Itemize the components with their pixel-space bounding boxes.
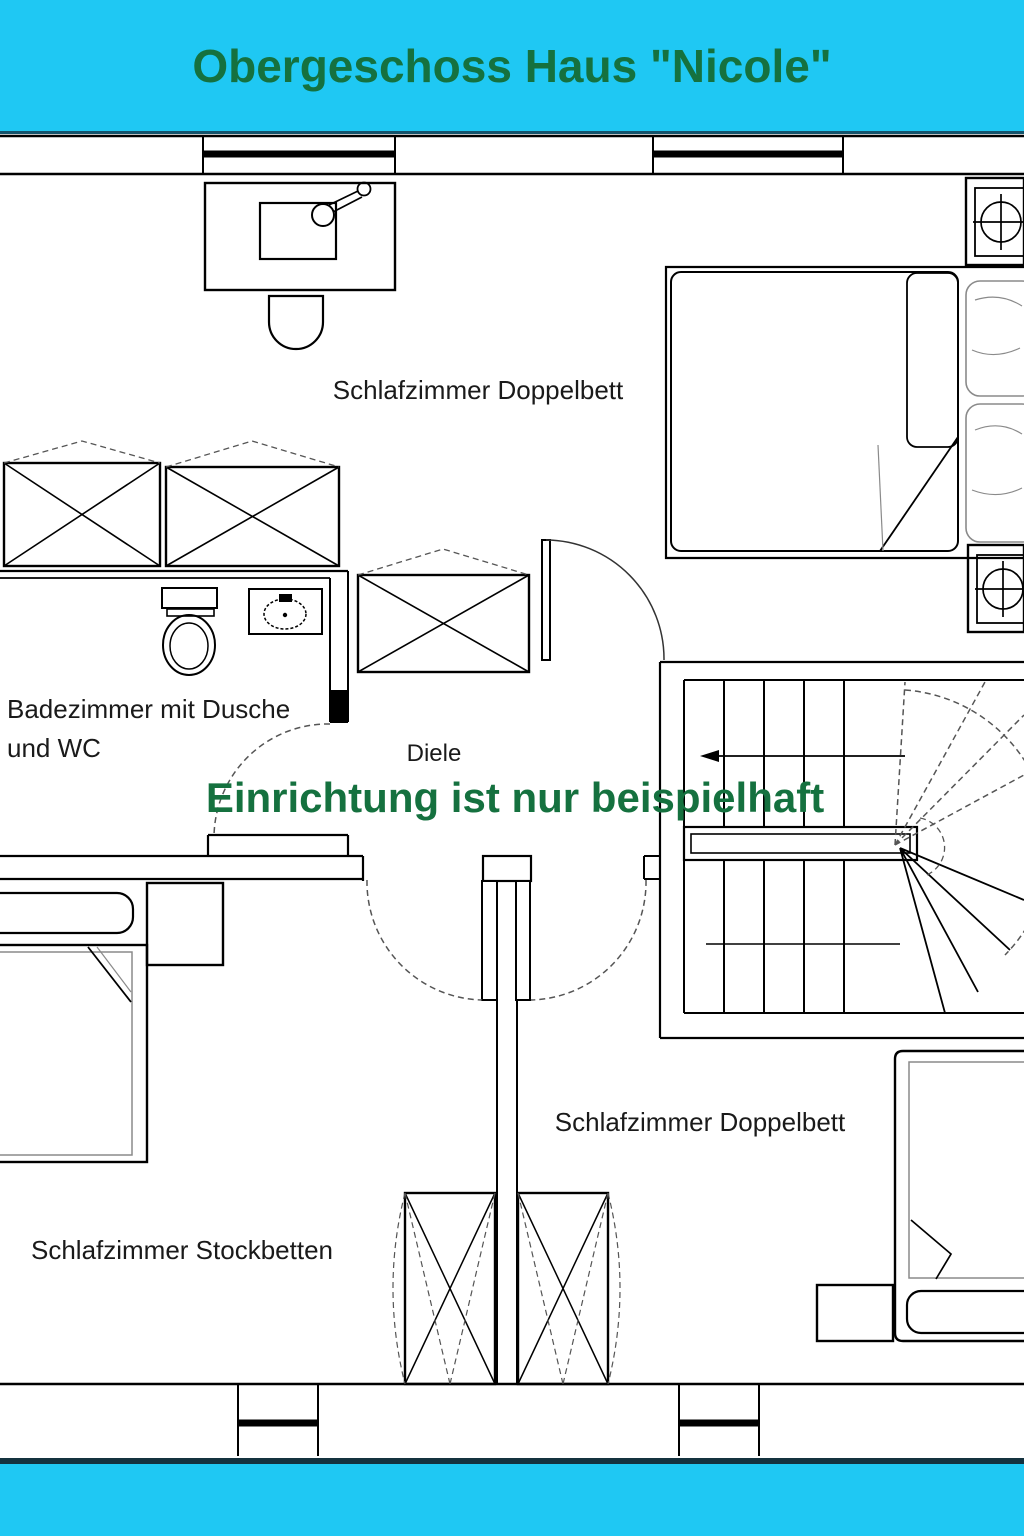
wardrobe-4 (392, 1191, 497, 1386)
label-bedroom-right: Schlafzimmer Doppelbett (555, 1107, 846, 1137)
label-bedroom-top: Schlafzimmer Doppelbett (333, 375, 624, 405)
desk (203, 181, 397, 292)
wardrobe-2 (164, 440, 341, 568)
wardrobe-1 (2, 440, 162, 568)
double-bed-top (664, 265, 1024, 560)
door-swing-bathroom (213, 723, 331, 838)
stair-handrail (682, 825, 919, 862)
stair-direction-arrow-icon (700, 750, 905, 762)
label-bathroom-line2: und WC (7, 733, 101, 763)
page-title: Obergeschoss Haus "Nicole" (192, 39, 832, 92)
wardrobe-5 (516, 1191, 621, 1386)
bedside-lamp-icon (973, 194, 1024, 250)
wardrobe-3 (356, 548, 531, 674)
bunk-bed (0, 881, 225, 1164)
door-leaf-bedroom-left (481, 880, 498, 1001)
sink-icon (248, 588, 323, 635)
nightstand-bottom (815, 1283, 895, 1343)
pillow-icon (905, 1289, 1024, 1335)
note-text: Einrichtung ist nur beispielhaft (206, 774, 824, 821)
label-bathroom-line1: Badezimmer mit Dusche (7, 694, 290, 724)
door-pier (481, 854, 533, 883)
wall-stub (329, 690, 348, 722)
exterior-walls (0, 134, 1024, 1456)
desk-lamp-icon (311, 181, 372, 227)
footer-band (0, 1458, 1024, 1536)
double-bed-bottom (893, 1049, 1024, 1343)
label-hall: Diele (407, 740, 462, 767)
pillow-icon (965, 280, 1024, 543)
door-leaf-bedroom-top (541, 539, 551, 661)
toilet-icon (161, 587, 218, 676)
pillow-icon (0, 891, 135, 935)
door-swing-bedroom-right (530, 879, 647, 1001)
header-band: Obergeschoss Haus "Nicole" (0, 0, 1024, 134)
desk-chair (267, 294, 325, 351)
nightstand-top-1 (964, 176, 1024, 267)
staircase (682, 680, 1024, 1014)
door-leaf-bedroom-right (515, 880, 531, 1001)
partition-wall (496, 1000, 518, 1384)
nightstand-top-2 (966, 543, 1024, 634)
label-bedroom-bottom-left: Schlafzimmer Stockbetten (31, 1235, 333, 1265)
door-swing-bedroom-left (366, 879, 483, 1001)
bedside-lamp-icon (975, 561, 1024, 617)
winder-arc (904, 689, 1024, 956)
nightstand-bunk (145, 881, 225, 967)
door-swing-bedroom-top (545, 539, 665, 661)
doors (213, 539, 665, 1001)
